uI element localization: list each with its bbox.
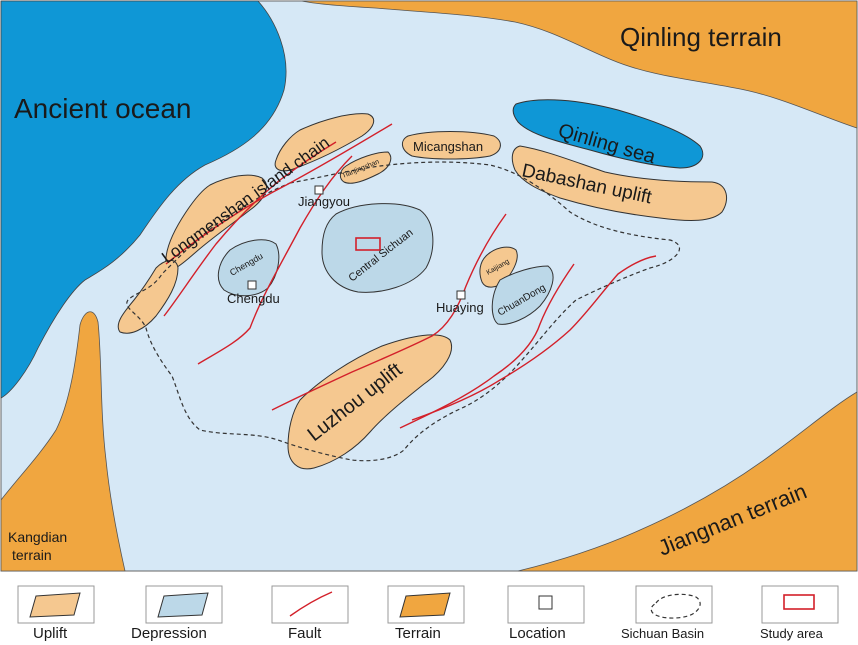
- study-area-marker: [355, 237, 381, 251]
- fault-line: [163, 141, 337, 317]
- longmenshan-south-uplift-area: [117, 260, 179, 334]
- huaying-label: Huaying: [436, 300, 484, 315]
- chuandong-depression-area: [491, 265, 554, 325]
- legend-study-area-swatch: [783, 594, 815, 610]
- legend-item-fault: Fault: [271, 585, 349, 642]
- fault-line: [165, 123, 393, 265]
- tianjingshan-uplift-area: [339, 151, 392, 184]
- chengdu-location-marker: [247, 280, 257, 290]
- fault-line: [197, 155, 353, 365]
- longmenshan-north-uplift-area: [274, 113, 375, 172]
- sichuan-basin-outline: [126, 161, 681, 462]
- fault-lines: [163, 123, 657, 429]
- legend-item-sichuan-basin: Sichuan Basin: [621, 585, 713, 641]
- jiangyou-location-marker: [314, 185, 324, 195]
- kangdian-terrain-area: [0, 311, 126, 572]
- fault-line: [399, 263, 575, 429]
- legend-item-terrain: Terrain: [387, 585, 465, 642]
- qinling-terrain-area: [301, 0, 858, 129]
- legend-depression-label: Depression: [131, 625, 207, 642]
- legend-item-location: Location: [507, 585, 585, 642]
- micangshan-uplift-area: [402, 131, 501, 160]
- legend-location-label: Location: [509, 625, 566, 642]
- ancient-ocean-area: [0, 0, 287, 399]
- legend-fault-label: Fault: [288, 625, 322, 642]
- jiangnan-terrain-area: [517, 391, 858, 572]
- ancient-ocean-label: Ancient ocean: [14, 93, 191, 124]
- legend-location-swatch: [538, 595, 553, 610]
- legend-uplift-label: Uplift: [33, 625, 68, 642]
- legend-terrain-label: Terrain: [395, 625, 441, 642]
- fault-line: [271, 213, 507, 411]
- legend-item-study-area: Study area: [760, 585, 839, 641]
- huaying-location-marker: [456, 290, 466, 300]
- legend-sichuan-basin-swatch: [650, 593, 701, 619]
- legend-uplift-swatch: [29, 592, 81, 618]
- legend-fault-swatch: [289, 591, 333, 617]
- fault-line: [411, 255, 657, 421]
- legend-sichuan-basin-label: Sichuan Basin: [621, 626, 704, 641]
- dabashan-uplift-area: [511, 145, 728, 221]
- chengdu-location-label: Chengdu: [227, 291, 280, 306]
- legend-depression-swatch: [157, 592, 209, 618]
- legend-terrain-swatch: [399, 592, 451, 618]
- central-sichuan-depression-area: [321, 203, 434, 293]
- legend-box: [635, 585, 713, 624]
- micangshan-label: Micangshan: [413, 139, 483, 154]
- legend-item-depression: Depression: [131, 585, 223, 642]
- legend-study-area-label: Study area: [760, 626, 824, 641]
- kangdian-terrain-label-line1: Kangdian: [8, 529, 67, 545]
- qinling-terrain-label: Qinling terrain: [620, 22, 782, 52]
- luzhou-uplift-area: [287, 334, 452, 470]
- legend-box: [271, 585, 349, 624]
- legend: Uplift Depression Fault Terrain Location: [17, 585, 839, 642]
- kangdian-terrain-label-line2: terrain: [12, 547, 52, 563]
- legend-item-uplift: Uplift: [17, 585, 95, 642]
- qinling-sea-area: [512, 99, 704, 169]
- jiangyou-label: Jiangyou: [298, 194, 350, 209]
- legend-box: [761, 585, 839, 624]
